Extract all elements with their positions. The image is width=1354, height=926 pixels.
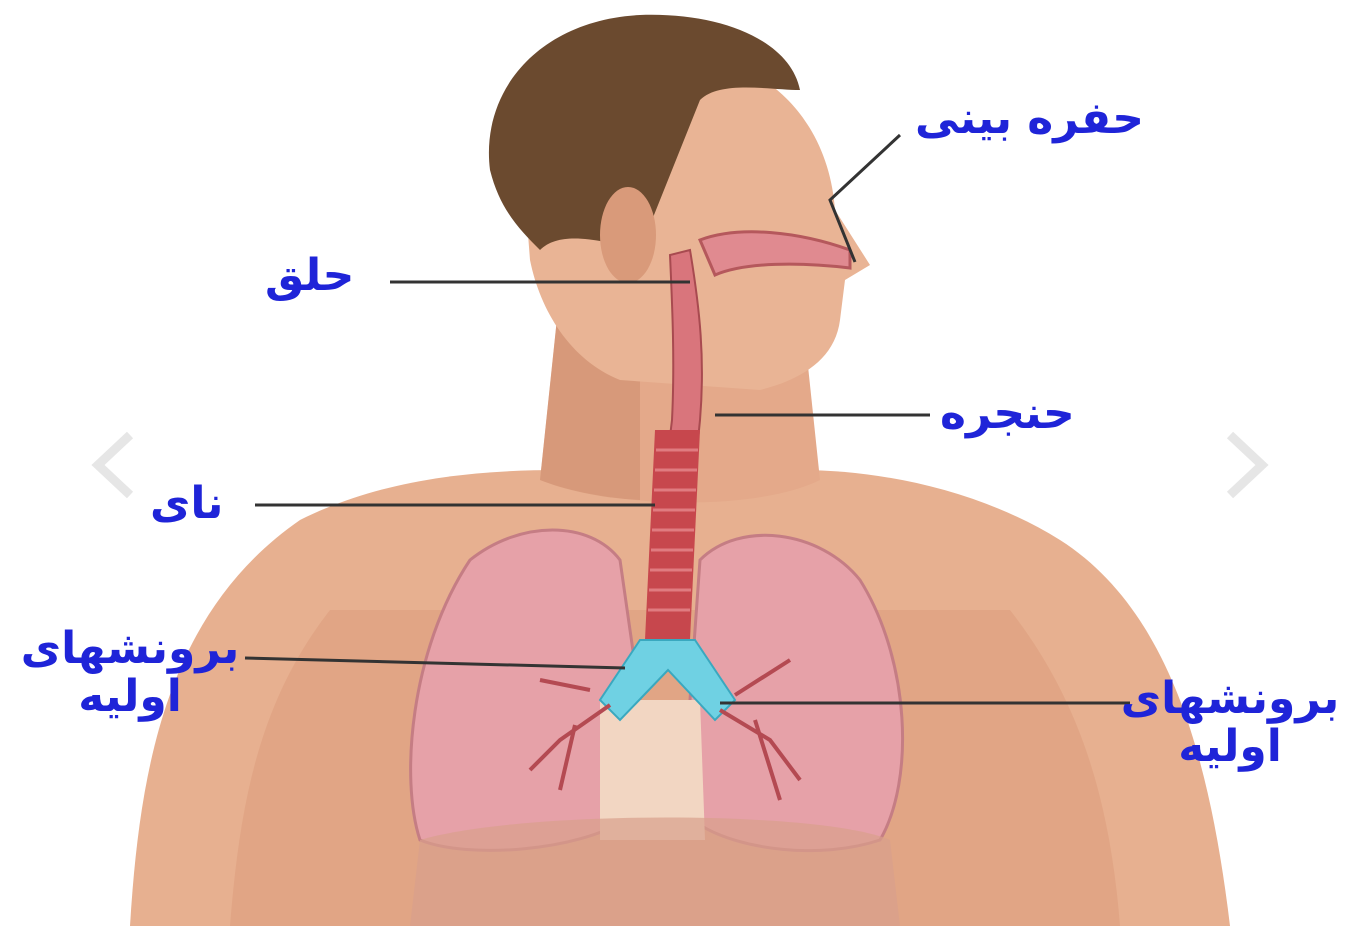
chevron-left-icon[interactable] [90, 430, 140, 500]
diaphragm [410, 818, 900, 926]
label-trachea: نای [150, 480, 223, 528]
ear [600, 187, 656, 283]
label-bronchi-right-line1: برونشهای [1110, 675, 1350, 723]
label-nasal-cavity: حفره بینی [915, 95, 1144, 143]
label-bronchi-right-line2: اولیه [1110, 723, 1350, 771]
label-bronchi-left: برونشهای اولیه [10, 625, 250, 722]
label-pharynx: حلق [265, 252, 354, 300]
label-larynx: حنجره [940, 390, 1075, 438]
chevron-right-icon[interactable] [1220, 430, 1270, 500]
label-bronchi-left-line2: اولیه [10, 673, 250, 721]
label-bronchi-left-line1: برونشهای [10, 625, 250, 673]
label-bronchi-right: برونشهای اولیه [1110, 675, 1350, 772]
